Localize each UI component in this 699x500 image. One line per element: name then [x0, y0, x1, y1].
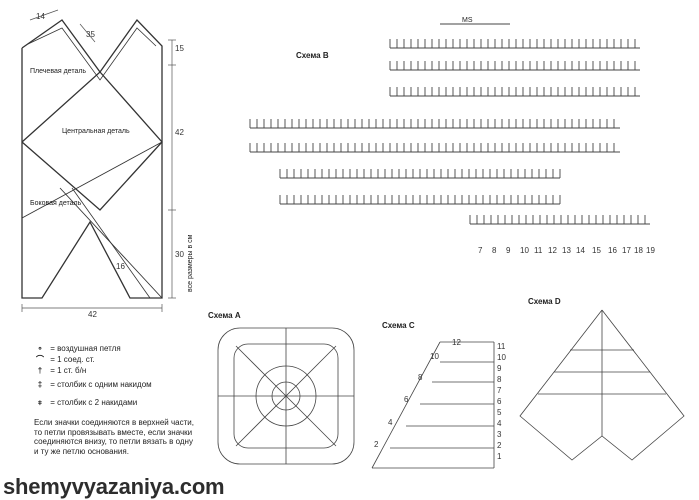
legend-item-double-crochet: ‡ = столбик с одним накидом [32, 380, 152, 390]
row-number: 7 [478, 246, 483, 255]
scheme-a-title: Схема A [208, 311, 241, 320]
legend-item-chain: ∘ = воздушная петля [32, 344, 121, 354]
dim-35: 35 [86, 30, 95, 39]
row-number: 6 [404, 395, 409, 404]
scheme-c-title: Схема C [382, 321, 415, 330]
panel-label-side: Боковая деталь [30, 200, 82, 207]
legend-text: = 1 ст. б/н [50, 366, 87, 375]
row-number: 15 [592, 246, 601, 255]
row-number: 14 [576, 246, 585, 255]
scheme-b-title: Схема B [296, 51, 329, 60]
site-watermark: shemyvyazaniya.com [3, 474, 225, 499]
dim-42-vertical: 42 [175, 128, 184, 137]
row-number: 9 [506, 246, 511, 255]
double-crochet-symbol-icon: ‡ [37, 380, 43, 389]
row-number: 10 [430, 352, 439, 361]
row-number: 5 [497, 408, 502, 417]
row-number: 4 [388, 418, 393, 427]
slip-stitch-symbol-icon: ⌒ [36, 355, 44, 364]
row-number: 19 [646, 246, 655, 255]
row-number: 8 [418, 373, 423, 382]
chain-symbol-icon: ∘ [37, 344, 43, 353]
row-number: 2 [374, 440, 379, 449]
row-number: 16 [608, 246, 617, 255]
row-number: 3 [497, 430, 502, 439]
scheme-d-title: Схема D [528, 297, 561, 306]
legend-note: Если значки соединяются в верхней части,… [34, 418, 194, 456]
row-number: 8 [497, 375, 502, 384]
dim-16: 16 [116, 262, 125, 271]
legend-text: = воздушная петля [50, 344, 121, 353]
scheme-c-right-rows: 11 10 9 8 7 6 5 4 3 2 1 [497, 342, 509, 472]
treble-crochet-symbol-icon: ⧧ [37, 398, 43, 407]
row-number: 6 [497, 397, 502, 406]
row-number: 11 [497, 342, 506, 351]
row-number: 18 [634, 246, 643, 255]
dim-14: 14 [36, 12, 45, 21]
legend-text: = 1 соед. ст. [50, 355, 95, 364]
scheme-d-motif [519, 309, 685, 461]
dim-15: 15 [175, 44, 184, 53]
row-number: 9 [497, 364, 502, 373]
dim-42-bottom: 42 [88, 310, 97, 319]
single-crochet-symbol-icon: † [37, 366, 43, 375]
scheme-b-ms-label: MS [462, 17, 473, 24]
row-number: 17 [622, 246, 631, 255]
panel-label-central: Центральная деталь [62, 128, 130, 135]
scheme-b-row-numbers: 7 8 9 10 11 12 13 14 15 16 17 18 19 [478, 246, 658, 260]
legend-item-treble-crochet: ⧧ = столбик с 2 накидами [32, 398, 137, 408]
legend-item-slip-stitch: ⌒ = 1 соед. ст. [32, 355, 95, 365]
scheme-c-motif [371, 341, 495, 469]
row-number: 13 [562, 246, 571, 255]
row-number: 12 [548, 246, 557, 255]
row-number: 1 [497, 452, 502, 461]
all-sizes-note: все размеры в см [187, 234, 194, 292]
scheme-b-chart [249, 23, 650, 225]
row-number: 7 [497, 386, 502, 395]
row-number: 8 [492, 246, 497, 255]
row-number: 2 [497, 441, 502, 450]
row-number: 10 [520, 246, 529, 255]
row-number: 11 [534, 246, 543, 255]
legend-text: = столбик с одним накидом [50, 380, 152, 389]
row-number: 10 [497, 353, 506, 362]
panel-label-shoulder: Плечевая деталь [30, 68, 87, 75]
row-number: 12 [452, 338, 461, 347]
scheme-a-motif [217, 327, 355, 465]
dim-30: 30 [175, 250, 184, 259]
legend-item-single-crochet: † = 1 ст. б/н [32, 366, 86, 376]
row-number: 4 [497, 419, 502, 428]
legend-text: = столбик с 2 накидами [50, 398, 138, 407]
